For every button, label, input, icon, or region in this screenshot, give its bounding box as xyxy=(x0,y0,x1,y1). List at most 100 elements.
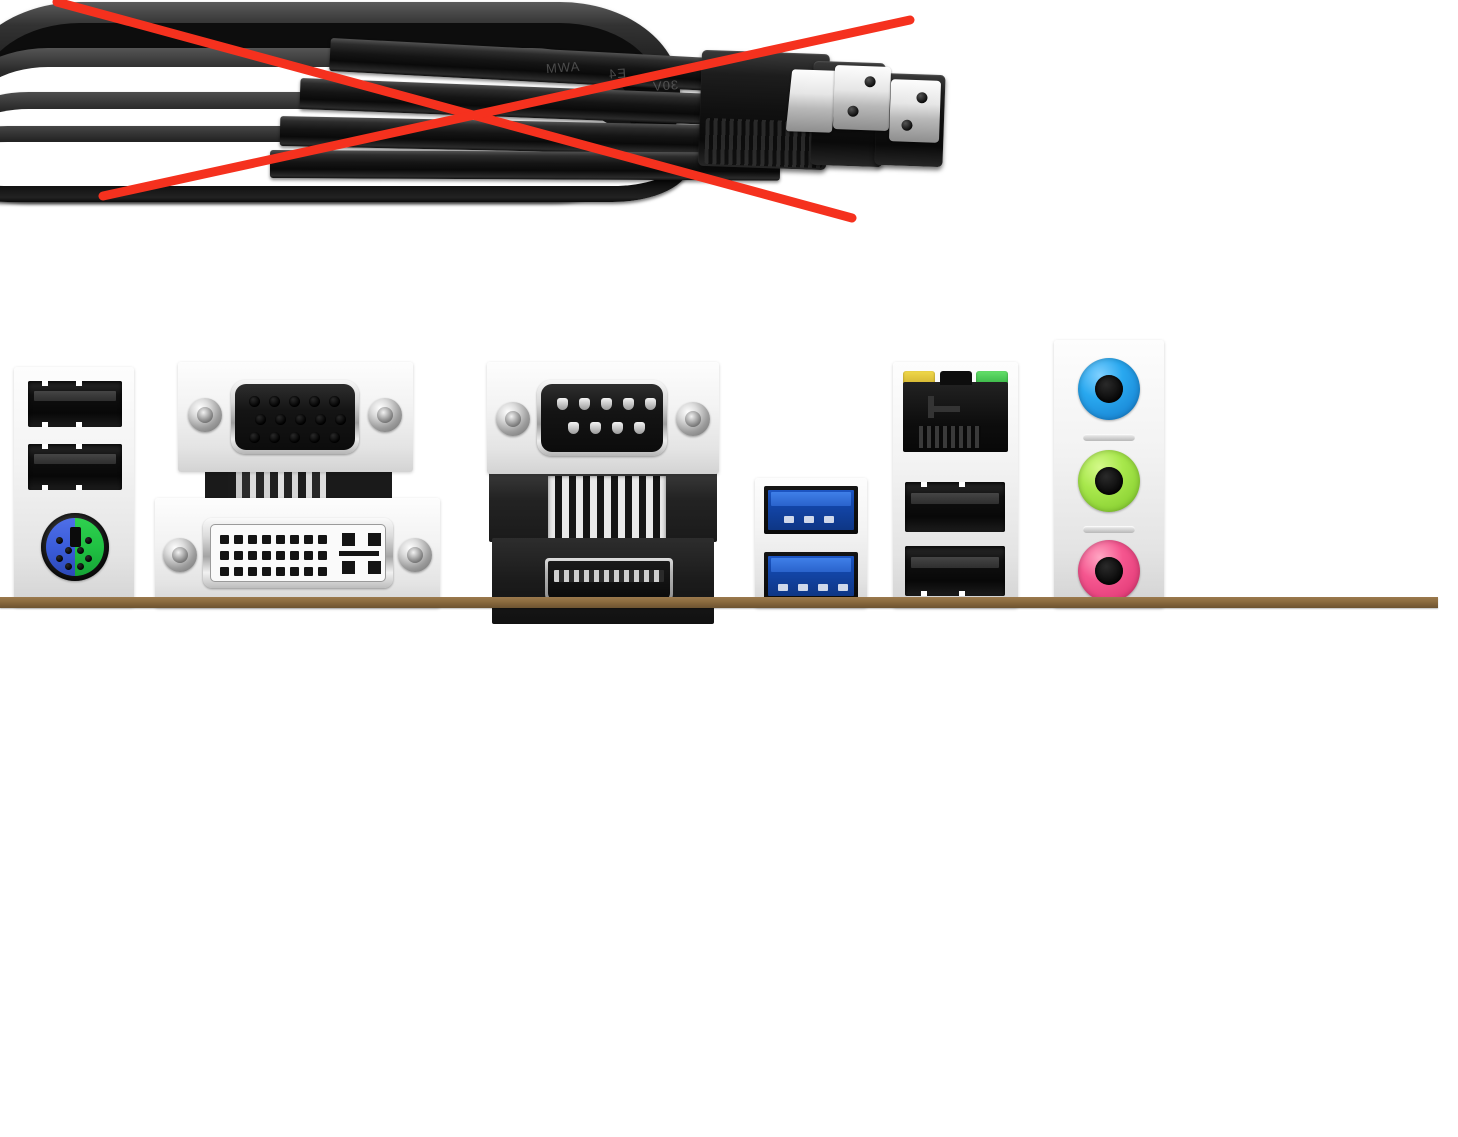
ps2-pin xyxy=(77,547,84,554)
dvi-pin xyxy=(290,551,299,560)
rj45-contacts xyxy=(919,426,981,448)
io-group-lan-usb[interactable] xyxy=(893,362,1018,608)
ps2-pin xyxy=(56,537,63,544)
dvi-pin xyxy=(262,535,271,544)
usb-tongue xyxy=(911,557,999,568)
ps2-keying-slot xyxy=(70,527,81,547)
dvi-pin xyxy=(290,535,299,544)
dvi-analog-pin xyxy=(368,533,381,546)
audio-jack-line-out[interactable] xyxy=(1078,450,1140,512)
cable-print-voltage: 30V xyxy=(651,77,679,94)
usb-retention-tab xyxy=(76,422,82,427)
latch-hole xyxy=(847,105,859,117)
vga-pin xyxy=(249,396,260,407)
usb-retention-tab xyxy=(76,485,82,490)
dvi-pin xyxy=(318,567,327,576)
vga-pin xyxy=(249,432,260,443)
ps2-pin xyxy=(56,555,63,562)
hdmi-tongue xyxy=(554,570,664,582)
vga-pin xyxy=(329,396,340,407)
usb-3-port-bottom[interactable] xyxy=(764,552,858,600)
rj45-lan-port[interactable] xyxy=(903,371,1008,452)
dvi-pin xyxy=(318,551,327,560)
serial-cavity xyxy=(541,384,663,452)
audio-jack-separator xyxy=(1083,526,1135,533)
ps2-pin xyxy=(65,563,72,570)
io-group-audio[interactable] xyxy=(1054,340,1164,608)
usb-retention-tab xyxy=(959,591,965,596)
usb-2-port-lan-top[interactable] xyxy=(905,482,1005,532)
vga-pin xyxy=(289,432,300,443)
ps2-pin xyxy=(85,537,92,544)
serial-pin xyxy=(601,398,612,410)
dvi-pin xyxy=(290,567,299,576)
io-group-vga[interactable] xyxy=(178,362,413,472)
serial-screw-post-left xyxy=(496,402,530,436)
usb-retention-tab xyxy=(921,482,927,487)
usb-2-port-bottom[interactable] xyxy=(28,444,122,490)
serial-pin xyxy=(568,422,579,434)
sata-latch-clip-3 xyxy=(888,79,942,143)
hdmi-port[interactable] xyxy=(545,558,673,604)
serial-pin xyxy=(645,398,656,410)
dvi-pin xyxy=(220,551,229,560)
cable-print-awm: AWM xyxy=(544,58,580,77)
vga-pin xyxy=(289,396,300,407)
usb3-contact xyxy=(818,584,828,591)
serial-pin xyxy=(634,422,645,434)
sata-latch-clip-1 xyxy=(785,69,839,133)
usb3-contact xyxy=(778,584,788,591)
dvi-pin xyxy=(262,551,271,560)
vga-screw-post-left xyxy=(188,398,222,432)
usb-retention-tab xyxy=(76,381,82,386)
usb3-contact xyxy=(824,516,834,523)
dvi-port[interactable] xyxy=(203,518,393,588)
vga-screw-post-right xyxy=(368,398,402,432)
serial-pin xyxy=(623,398,634,410)
audio-jack-microphone[interactable] xyxy=(1078,540,1140,602)
usb-tongue xyxy=(33,454,117,465)
vga-pin xyxy=(275,414,286,425)
vga-pin xyxy=(269,396,280,407)
usb-retention-tab xyxy=(959,482,965,487)
vga-pin xyxy=(269,432,280,443)
usb3-contact xyxy=(784,516,794,523)
io-group-dvi[interactable] xyxy=(155,498,440,608)
io-group-serial[interactable] xyxy=(487,362,719,474)
usb-3-port-top[interactable] xyxy=(764,486,858,534)
sata-latch-clip-2 xyxy=(832,65,892,131)
rear-io-panel xyxy=(0,330,1458,624)
serial-com-port[interactable] xyxy=(537,380,667,456)
vga-port[interactable] xyxy=(231,380,359,454)
ps2-pin xyxy=(65,547,72,554)
dvi-pin xyxy=(276,535,285,544)
usb-retention-tab xyxy=(42,444,48,449)
dvi-analog-pin xyxy=(368,561,381,574)
vga-cavity xyxy=(235,384,355,450)
usb-2-port-top[interactable] xyxy=(28,381,122,427)
vga-pin xyxy=(255,414,266,425)
io-group-usb3[interactable] xyxy=(755,478,867,608)
dvi-pin xyxy=(304,551,313,560)
usb-retention-tab xyxy=(42,485,48,490)
rj45-slot xyxy=(928,406,960,412)
dvi-flat-blade xyxy=(339,551,379,556)
ps2-combo-port[interactable] xyxy=(41,513,109,581)
usb3-contact xyxy=(798,584,808,591)
io-group-usb-ps2[interactable] xyxy=(14,367,134,607)
pcb-edge-bar xyxy=(0,597,1438,608)
usb-retention-tab xyxy=(42,422,48,427)
dvi-pin xyxy=(248,567,257,576)
dvi-pin xyxy=(276,567,285,576)
rj45-latch-keyway xyxy=(940,371,972,385)
usb-tongue xyxy=(33,391,117,402)
usb3-contact xyxy=(838,584,848,591)
serial-pin xyxy=(612,422,623,434)
dvi-screw-post-left xyxy=(163,538,197,572)
usb-2-port-lan-bottom[interactable] xyxy=(905,546,1005,596)
hdmi-cavity xyxy=(548,561,670,601)
ps2-pin xyxy=(77,563,84,570)
audio-jack-line-in[interactable] xyxy=(1078,358,1140,420)
dvi-analog-pin xyxy=(342,533,355,546)
